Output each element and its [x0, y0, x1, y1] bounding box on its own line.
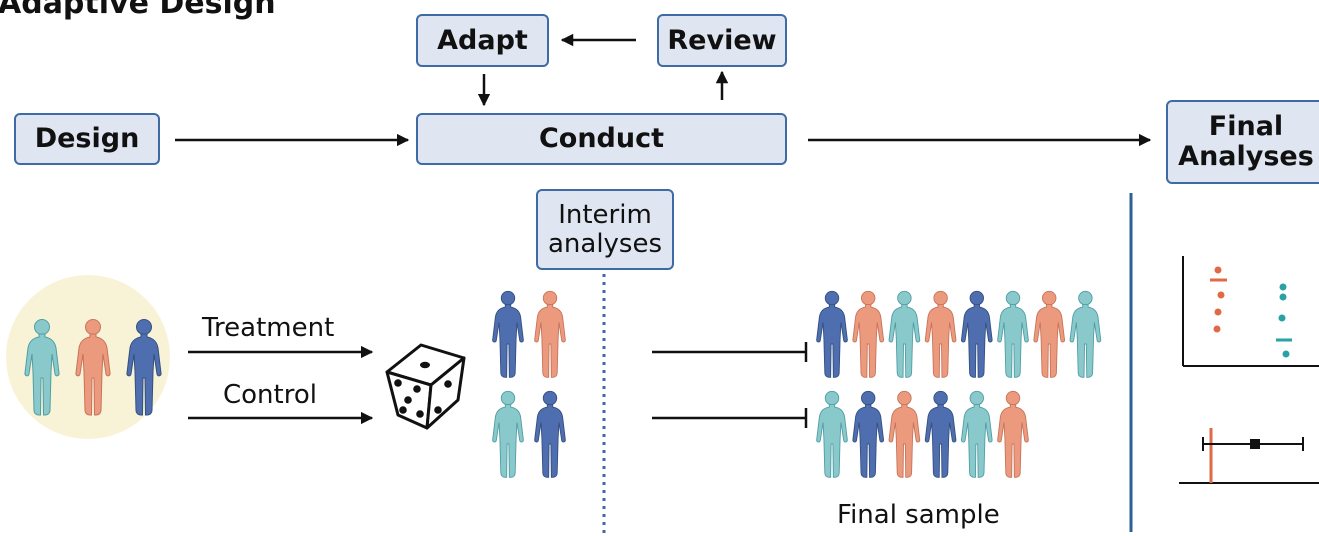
- person-icon: [997, 290, 1029, 378]
- person-icon: [960, 390, 993, 478]
- treatment-label: Treatment: [202, 313, 335, 343]
- review-label: Review: [667, 24, 777, 56]
- person-icon: [492, 290, 524, 378]
- diagram-title: Adaptive Design: [0, 0, 276, 21]
- person-icon: [816, 290, 848, 378]
- interim-analyses-box: Interim analyses: [536, 189, 674, 270]
- interim-analyses-label-line1: Interim: [558, 199, 652, 230]
- final-sample-connectors: [652, 342, 808, 428]
- people-layer: [24, 290, 1102, 478]
- person-icon: [888, 290, 921, 378]
- final-analyses-label-line2: Analyses: [1178, 141, 1314, 172]
- design-box: Design: [14, 113, 160, 165]
- person-icon: [852, 290, 885, 378]
- dice-icon: [385, 343, 466, 430]
- final-analyses-box: Final Analyses: [1166, 100, 1319, 184]
- person-icon: [924, 290, 957, 378]
- person-icon: [852, 390, 885, 478]
- person-icon: [997, 390, 1029, 478]
- conduct-label: Conduct: [538, 123, 665, 155]
- final-sample-label: Final sample: [837, 500, 1000, 530]
- person-icon: [816, 390, 848, 478]
- adapt-label: Adapt: [437, 24, 528, 56]
- person-icon: [888, 390, 921, 478]
- person-icon: [960, 290, 993, 378]
- interim-analyses-label-line2: analyses: [547, 228, 663, 259]
- person-icon: [1033, 290, 1066, 378]
- person-icon: [1069, 290, 1102, 378]
- person-icon: [534, 290, 566, 378]
- review-box: Review: [657, 14, 787, 67]
- forest-plot-icon: [1179, 428, 1319, 484]
- conduct-box: Conduct: [416, 113, 787, 165]
- dot-plot-icon: [1182, 256, 1319, 367]
- control-label: Control: [223, 380, 317, 410]
- adapt-box: Adapt: [416, 14, 549, 67]
- design-label: Design: [34, 123, 140, 155]
- person-icon: [924, 390, 957, 478]
- final-analyses-label-line1: Final: [1208, 111, 1284, 143]
- person-icon: [534, 390, 566, 478]
- person-icon: [492, 390, 524, 478]
